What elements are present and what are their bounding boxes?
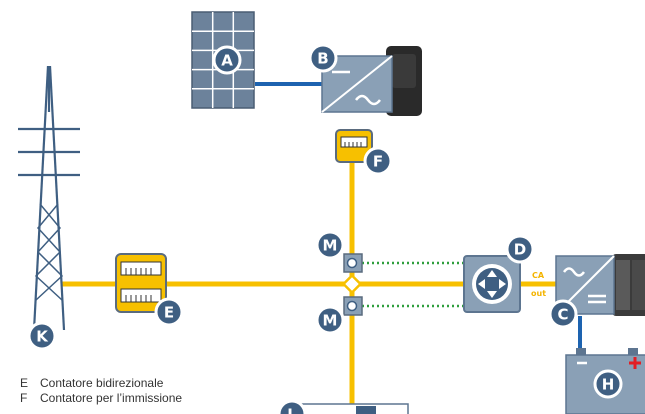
marker-h: H	[593, 369, 623, 399]
marker-e: E	[154, 297, 184, 327]
legend-key: E	[20, 376, 29, 390]
energy-meter-bottom	[343, 296, 363, 316]
svg-text:K: K	[36, 328, 49, 346]
pv-inverter	[321, 46, 422, 116]
grid-pylon	[18, 65, 80, 331]
svg-text:E: E	[164, 304, 174, 322]
marker-m-top: M	[315, 230, 345, 260]
load-device	[299, 403, 409, 414]
marker-d: D	[505, 234, 535, 264]
svg-text:L: L	[287, 406, 297, 414]
svg-text:M: M	[323, 237, 338, 255]
svg-text:M: M	[323, 312, 338, 330]
svg-text:A: A	[221, 52, 233, 70]
bidirectional-meter	[115, 253, 167, 313]
svg-text:H: H	[602, 376, 615, 394]
marker-l: L	[277, 399, 307, 414]
feed-in-meter	[335, 129, 373, 163]
svg-text:F: F	[373, 153, 383, 171]
marker-f: F	[363, 146, 393, 176]
svg-text:C: C	[557, 306, 568, 324]
marker-a: A	[212, 45, 242, 75]
out-label: out	[531, 289, 546, 298]
legend-text: Contatore per l’immissione	[40, 391, 183, 405]
legend-row-e: E Contatore bidirezionale	[20, 376, 182, 391]
energy-meter-top	[343, 253, 363, 273]
marker-k: K	[27, 321, 57, 351]
ca-label: CA	[532, 271, 545, 280]
marker-m-bottom: M	[315, 305, 345, 335]
marker-b: B	[308, 43, 338, 73]
junction-node	[341, 273, 363, 295]
marker-c: C	[548, 299, 578, 329]
legend-row-f: F Contatore per l’immissione	[20, 391, 182, 406]
legend: E Contatore bidirezionale F Contatore pe…	[20, 376, 182, 406]
svg-text:B: B	[317, 50, 328, 68]
legend-text: Contatore bidirezionale	[40, 376, 164, 390]
legend-key: F	[20, 391, 28, 405]
energy-manager	[463, 255, 521, 313]
svg-text:D: D	[514, 241, 526, 259]
